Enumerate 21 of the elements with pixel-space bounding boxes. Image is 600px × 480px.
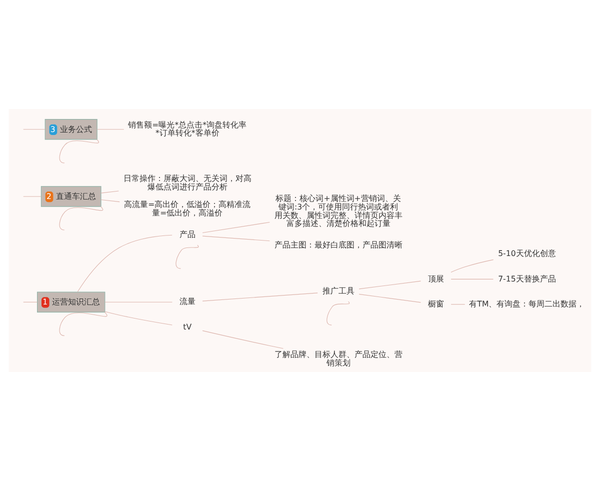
connector [202, 235, 270, 241]
connector [104, 310, 172, 325]
connector [450, 258, 494, 272]
connector [450, 278, 494, 279]
connector [77, 234, 172, 292]
connector [326, 300, 350, 325]
connector [358, 293, 422, 302]
connector [202, 221, 270, 233]
connector [202, 292, 318, 301]
connector [23, 301, 38, 302]
connector [176, 244, 199, 268]
connector [358, 280, 422, 289]
connector [104, 301, 172, 302]
connector [23, 128, 46, 130]
connector [96, 128, 124, 130]
connector [59, 311, 108, 336]
connector [202, 330, 284, 348]
connector [100, 198, 120, 202]
connector [100, 190, 119, 193]
connector [59, 206, 104, 230]
connector [59, 138, 99, 163]
